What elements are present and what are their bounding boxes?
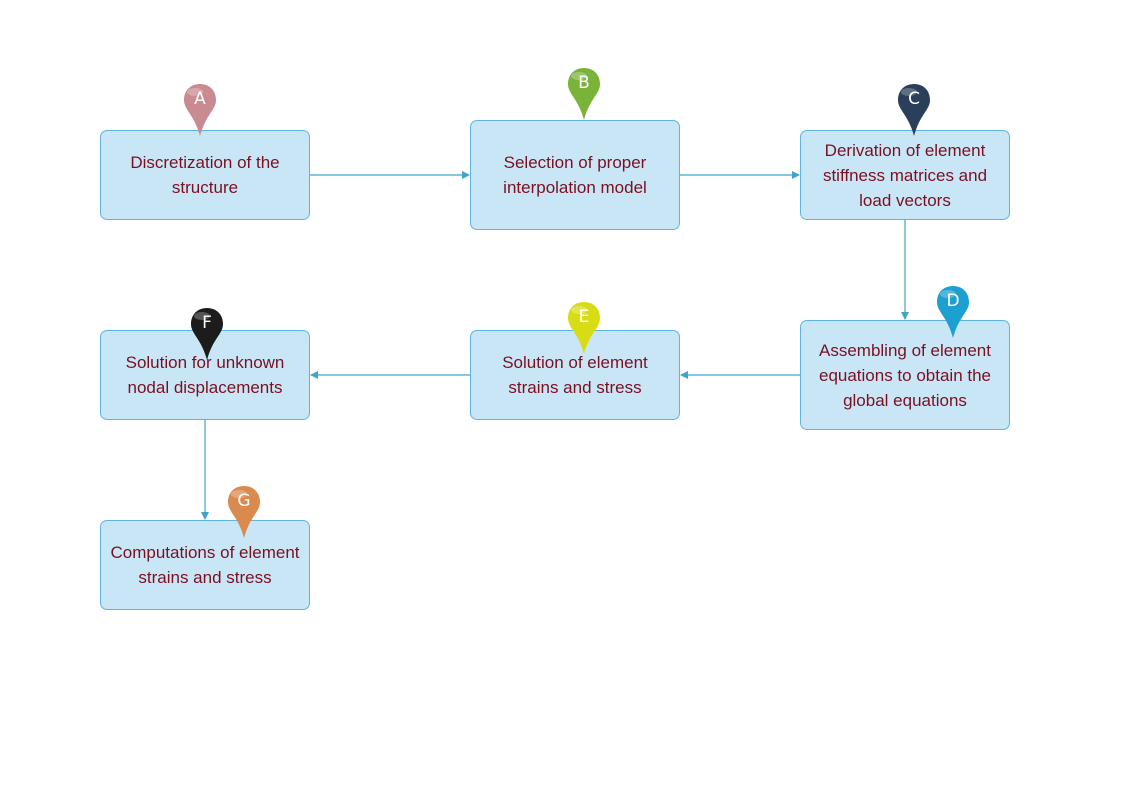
pin-letter-d: D [946, 291, 960, 311]
pin-shape-f [191, 308, 223, 360]
pin-shine-b [571, 72, 587, 80]
step-box-b: Selection of proper interpolation model [470, 120, 680, 230]
pin-body-f [191, 308, 223, 360]
pin-shine-g [231, 490, 247, 498]
pin-letter-g: G [237, 491, 251, 511]
step-label-a: Discretization of the structure [130, 153, 280, 197]
pin-shine-c [901, 88, 917, 96]
pin-shine-d [940, 290, 956, 298]
map-pin-icon-c: C [896, 82, 932, 138]
pin-shine-a [187, 88, 203, 96]
pin-body-d [937, 286, 969, 338]
pin-shine-f [194, 312, 210, 320]
pin-body-e [568, 302, 600, 354]
pin-shape-e [568, 302, 600, 354]
pin-shape-d [937, 286, 969, 338]
step-box-g: Computations of element strains and stre… [100, 520, 310, 610]
step-box-d: Assembling of element equations to obtai… [800, 320, 1010, 430]
pin-body-g [228, 486, 260, 538]
pin-shine-e [571, 306, 587, 314]
pin-shape-b [568, 68, 600, 120]
pin-letter-c: C [908, 89, 920, 109]
map-pin-icon-e: E [566, 300, 602, 356]
pin-letter-e: E [578, 307, 590, 327]
pin-letter-f: F [202, 313, 212, 333]
step-label-b: Selection of proper interpolation model [503, 153, 647, 197]
step-label-g: Computations of element strains and stre… [110, 543, 300, 587]
step-box-c: Derivation of element stiffness matrices… [800, 130, 1010, 220]
map-pin-icon-b: B [566, 66, 602, 122]
map-pin-icon-f: F [189, 306, 225, 362]
pin-letter-b: B [578, 73, 590, 93]
pin-shape-a [184, 84, 216, 136]
pin-letter-a: A [194, 89, 206, 109]
step-box-e: Solution of element strains and stress [470, 330, 680, 420]
map-pin-icon-a: A [182, 82, 218, 138]
pin-body-b [568, 68, 600, 120]
step-label-d: Assembling of element equations to obtai… [818, 340, 992, 410]
pin-shape-c [898, 84, 930, 136]
step-label-e: Solution of element strains and stress [502, 353, 648, 397]
step-box-a: Discretization of the structure [100, 130, 310, 220]
pin-body-a [184, 84, 216, 136]
pin-shape-g [228, 486, 260, 538]
step-label-f: Solution for unknown nodal displacements [125, 353, 285, 397]
pin-body-c [898, 84, 930, 136]
map-pin-icon-d: D [935, 284, 971, 340]
step-label-c: Derivation of element stiffness matrices… [822, 140, 988, 210]
map-pin-icon-g: G [226, 484, 262, 540]
